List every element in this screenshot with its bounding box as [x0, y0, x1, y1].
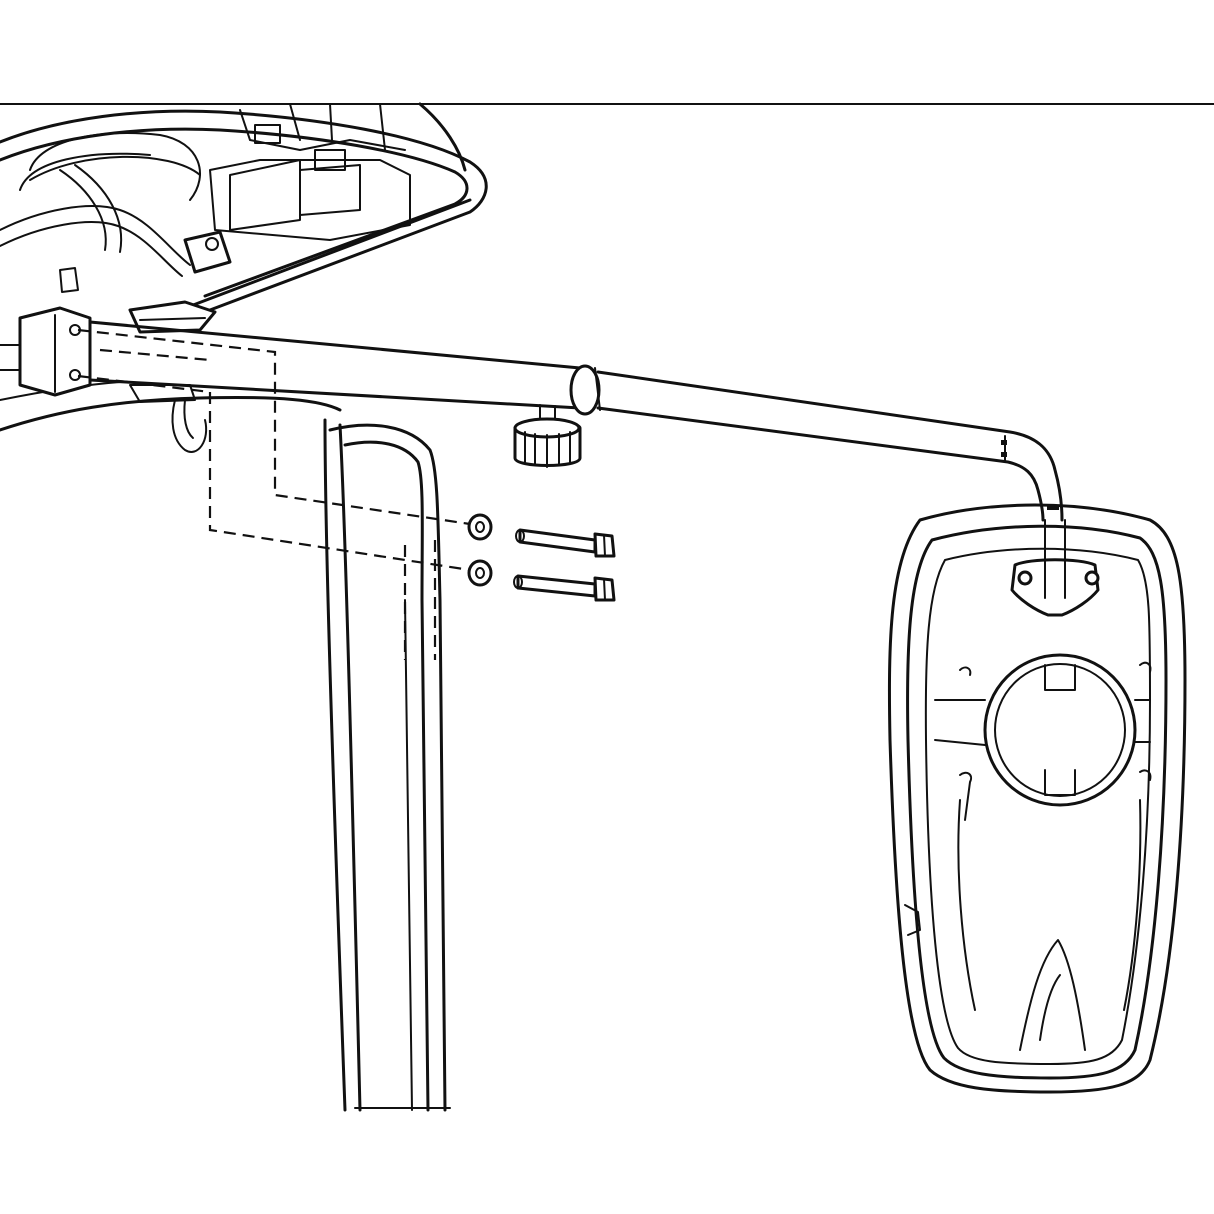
- frame-post: [323, 418, 451, 1112]
- vehicle-frame: [0, 102, 488, 432]
- bolt-upper: [515, 528, 616, 558]
- adjustment-knob: [513, 404, 582, 468]
- washer-upper: [467, 513, 493, 541]
- bolt-lower: [513, 574, 616, 602]
- support-arm: [88, 300, 1064, 522]
- washer-lower: [467, 559, 493, 587]
- mounting-bracket: [0, 306, 208, 453]
- mirror-head: [887, 503, 1187, 1094]
- hidden-lines: [77, 328, 471, 660]
